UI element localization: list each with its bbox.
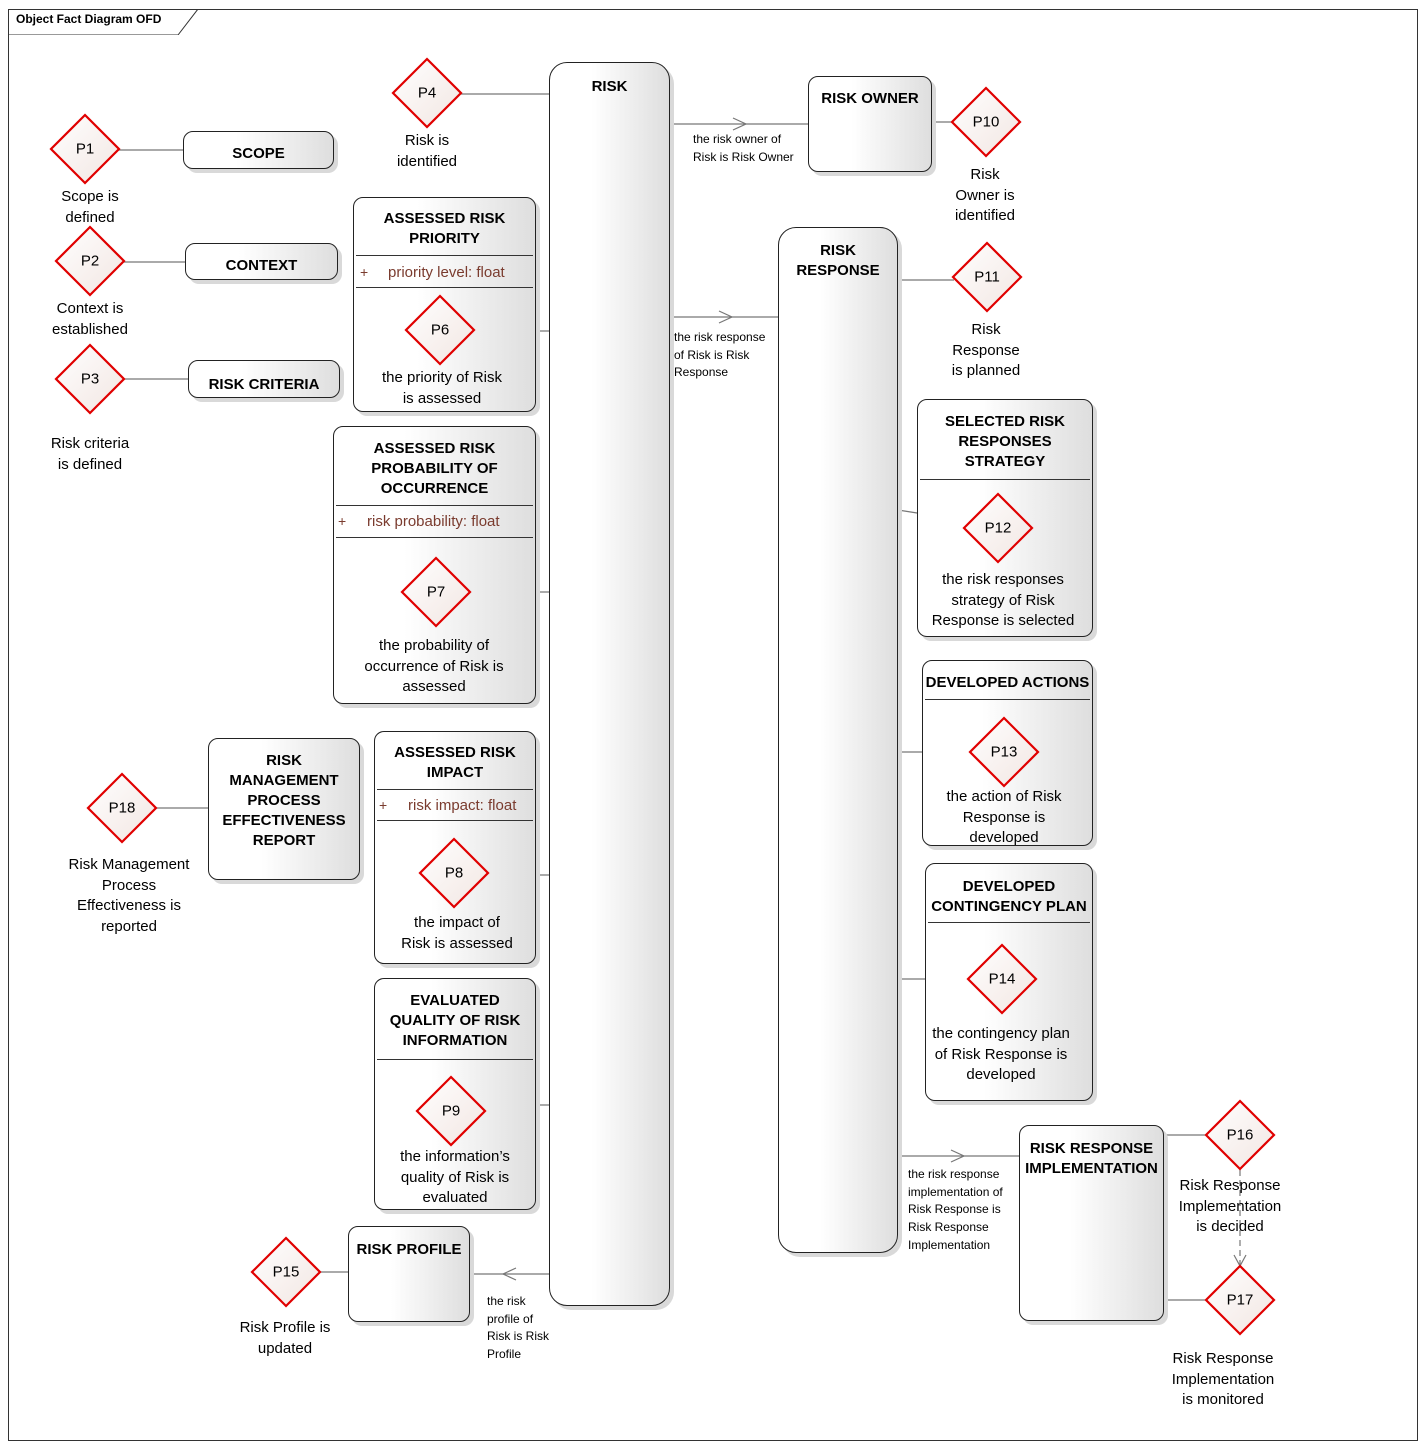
object-developed-actions-title: DEVELOPED ACTIONS	[925, 674, 1090, 691]
object-risk-response-implementation[interactable]: RISK RESPONSE IMPLEMENTATION	[1019, 1125, 1164, 1321]
object-assessed-risk-probability-title: ASSESSED RISK PROBABILITY OF OCCURRENCE	[371, 440, 498, 497]
fact-label-p13: the action of Risk Response is developed	[946, 788, 1062, 846]
fact-id-p15: P15	[272, 1263, 300, 1281]
separator	[356, 287, 533, 288]
separator	[928, 922, 1090, 923]
frame-label-tab	[8, 9, 198, 35]
fact-label-p17: Risk Response Implementation is monitore…	[1171, 1350, 1275, 1408]
object-context-title: CONTEXT	[225, 257, 298, 274]
fact-label-p8: the impact of Risk is assessed	[401, 914, 513, 952]
object-evaluated-quality-title: EVALUATED QUALITY OF RISK INFORMATION	[389, 992, 521, 1049]
attribute-visibility: +	[379, 797, 388, 813]
attribute-visibility: +	[338, 513, 347, 529]
separator	[925, 699, 1090, 700]
fact-label-p12: the risk responses strategy of Risk Resp…	[931, 571, 1075, 629]
attribute-risk-impact: risk impact: float	[408, 797, 517, 814]
object-assessed-risk-priority[interactable]: ASSESSED RISK PRIORITY + priority level:…	[353, 197, 536, 412]
attribute-visibility: +	[360, 264, 369, 280]
object-risk-criteria[interactable]: RISK CRITERIA	[188, 360, 340, 398]
fact-id-p16: P16	[1226, 1126, 1254, 1144]
fact-id-p10: P10	[972, 113, 1000, 131]
separator	[377, 1059, 533, 1060]
object-risk-profile-title: RISK PROFILE	[356, 1241, 462, 1258]
fact-label-p7: the probability of occurrence of Risk is…	[364, 637, 504, 695]
fact-label-p3: Risk criteria is defined	[50, 435, 130, 473]
separator	[377, 789, 533, 790]
object-risk-response[interactable]: RISK RESPONSE	[778, 227, 898, 1253]
object-rmp-report-title: RISK MANAGEMENT PROCESS EFFECTIVENESS RE…	[222, 752, 346, 849]
fact-label-p14: the contingency plan of Risk Response is…	[932, 1025, 1070, 1083]
object-rmp-effectiveness-report[interactable]: RISK MANAGEMENT PROCESS EFFECTIVENESS RE…	[208, 738, 360, 880]
fact-label-p9: the information’s quality of Risk is eva…	[400, 1148, 510, 1206]
edge-label-risk-owner: the risk owner of Risk is Risk Owner	[693, 132, 794, 164]
fact-id-p3: P3	[80, 370, 100, 388]
object-assessed-risk-impact-title: ASSESSED RISK IMPACT	[394, 744, 516, 781]
fact-label-p11: Risk Response is planned	[951, 321, 1021, 379]
object-risk-criteria-title: RISK CRITERIA	[208, 376, 320, 393]
fact-label-p10: Risk Owner is identified	[954, 166, 1016, 224]
separator	[377, 820, 533, 821]
fact-id-p12: P12	[984, 519, 1012, 537]
object-scope-title: SCOPE	[232, 145, 285, 162]
diagram-frame	[8, 9, 1418, 1441]
fact-id-p17: P17	[1226, 1291, 1254, 1309]
fact-label-p18: Risk Management Process Effectiveness is…	[68, 856, 190, 935]
fact-label-p16: Risk Response Implementation is decided	[1178, 1177, 1282, 1235]
fact-id-p13: P13	[990, 743, 1018, 761]
edge-label-risk-response: the risk response of Risk is Risk Respon…	[674, 330, 766, 380]
fact-id-p14: P14	[988, 970, 1016, 988]
fact-id-p11: P11	[974, 268, 1000, 286]
diagram-title: Object Fact Diagram OFD	[16, 12, 162, 26]
separator	[336, 505, 533, 506]
separator	[920, 479, 1090, 480]
object-implementation-title: RISK RESPONSE IMPLEMENTATION	[1025, 1140, 1158, 1177]
fact-label-p15: Risk Profile is updated	[239, 1319, 331, 1357]
fact-id-p1: P1	[75, 140, 95, 158]
object-selected-strategy-title: SELECTED RISK RESPONSES STRATEGY	[944, 413, 1065, 470]
edge-label-risk-profile: the risk profile of Risk is Risk Profile	[487, 1294, 549, 1362]
object-risk-profile[interactable]: RISK PROFILE	[348, 1226, 470, 1322]
object-risk-response-title: RISK RESPONSE	[796, 242, 880, 279]
attribute-risk-probability: risk probability: float	[367, 513, 500, 530]
separator	[336, 537, 533, 538]
fact-label-p1: Scope is defined	[61, 188, 119, 226]
object-risk-owner[interactable]: RISK OWNER	[808, 76, 932, 172]
fact-id-p7: P7	[426, 583, 446, 601]
object-contingency-plan-title: DEVELOPED CONTINGENCY PLAN	[931, 878, 1087, 915]
fact-id-p6: P6	[430, 321, 450, 339]
fact-id-p2: P2	[80, 252, 100, 270]
fact-label-p4: Risk is identified	[396, 132, 458, 170]
fact-id-p4: P4	[417, 84, 437, 102]
object-risk[interactable]: RISK	[549, 62, 670, 1306]
object-risk-title: RISK	[591, 78, 628, 95]
fact-id-p8: P8	[444, 864, 464, 882]
object-context[interactable]: CONTEXT	[185, 243, 338, 280]
separator	[356, 255, 533, 256]
attribute-priority-level: priority level: float	[388, 264, 505, 281]
object-scope[interactable]: SCOPE	[183, 131, 334, 169]
fact-label-p6: the priority of Risk is assessed	[381, 369, 503, 407]
edge-label-implementation: the risk response implementation of Risk…	[908, 1167, 1003, 1252]
fact-label-p2: Context is established	[52, 300, 128, 338]
fact-id-p18: P18	[108, 799, 136, 817]
object-risk-owner-title: RISK OWNER	[821, 90, 919, 107]
object-assessed-risk-priority-title: ASSESSED RISK PRIORITY	[383, 210, 506, 247]
fact-id-p9: P9	[441, 1102, 461, 1120]
